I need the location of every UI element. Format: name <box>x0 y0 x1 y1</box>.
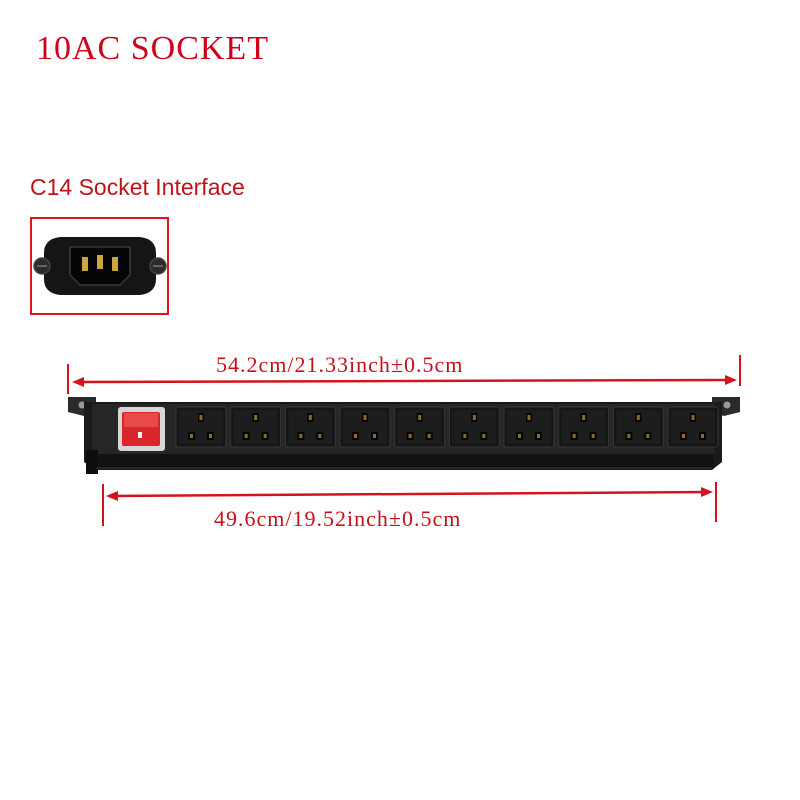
product-title: 10AC SOCKET <box>36 30 269 67</box>
ac-outlet <box>230 406 282 448</box>
ac-outlet <box>284 406 336 448</box>
ac-outlet <box>339 406 391 448</box>
body-dimension-marker <box>102 482 717 526</box>
ac-outlet <box>175 406 227 448</box>
power-switch <box>118 407 165 451</box>
c14-socket-icon <box>33 237 167 295</box>
ac-outlet <box>667 406 719 448</box>
overall-dimension-marker <box>67 355 741 394</box>
ac-outlet <box>612 406 664 448</box>
ac-outlet <box>503 406 555 448</box>
body-length-label: 49.6cm/19.52inch±0.5cm <box>214 506 462 531</box>
ac-outlet <box>394 406 446 448</box>
ac-outlet <box>558 406 610 448</box>
interface-label: C14 Socket Interface <box>30 174 245 200</box>
overall-length-label: 54.2cm/21.33inch±0.5cm <box>216 352 464 377</box>
ac-outlet <box>448 406 500 448</box>
outlet-row <box>175 406 719 448</box>
c14-socket-inset <box>30 217 169 315</box>
